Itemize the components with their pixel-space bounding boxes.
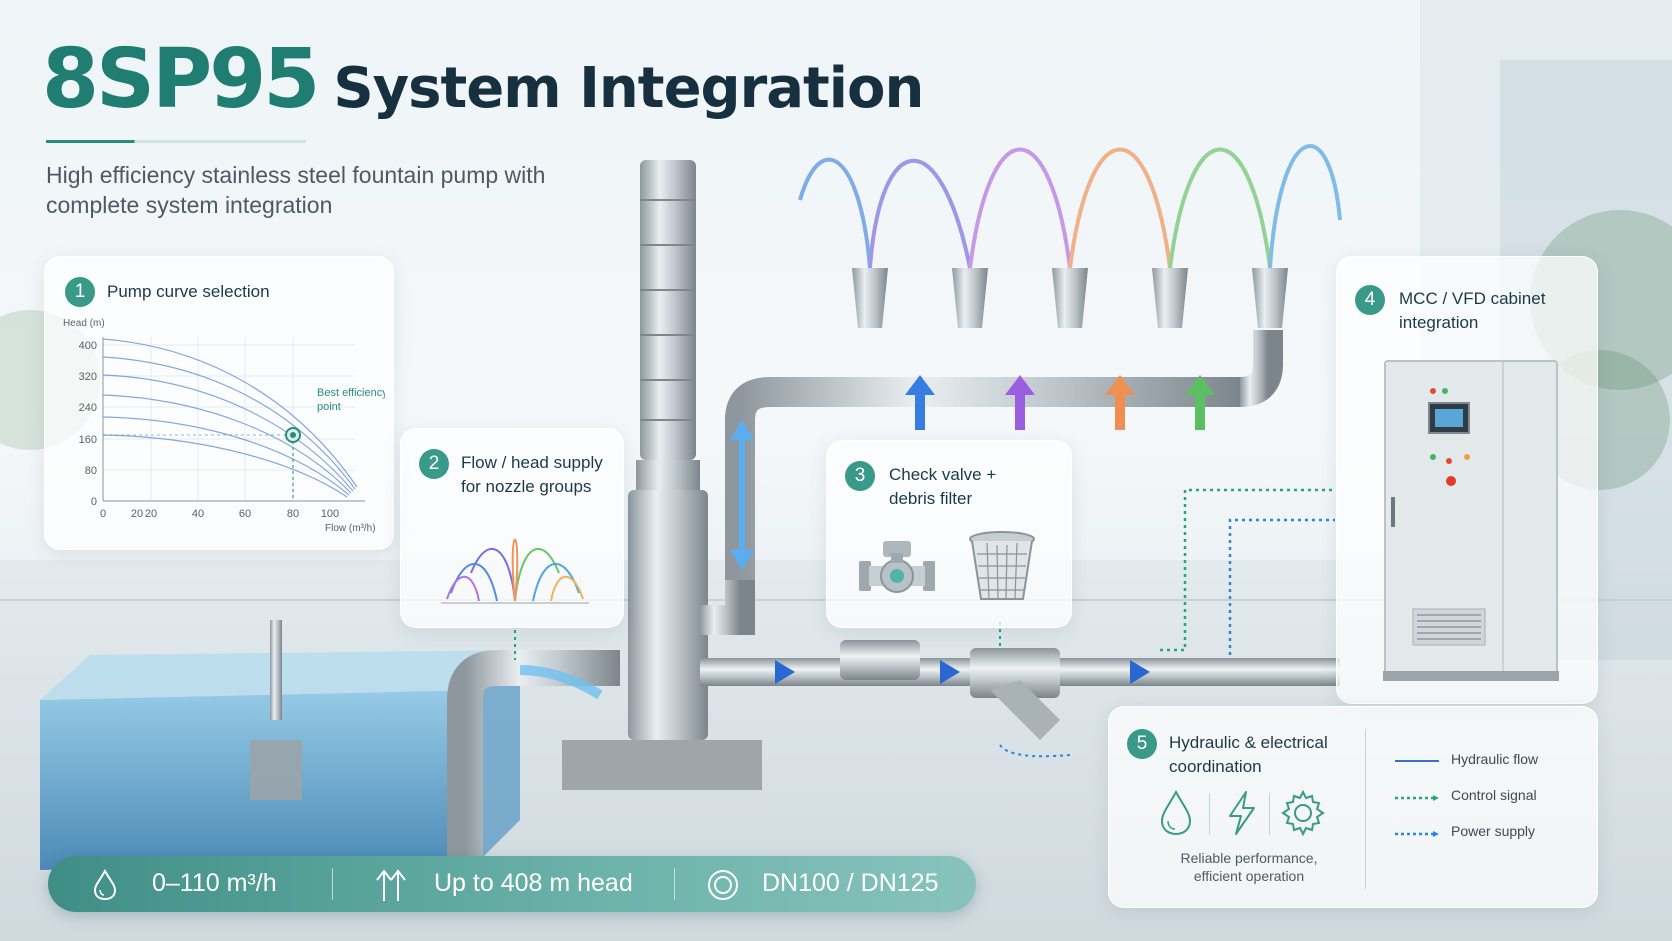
step-number-2: 2 (419, 449, 449, 479)
x-tick-20b: 20 (145, 508, 157, 520)
icon-divider-1 (1209, 793, 1210, 835)
bep-annotation-line1: Best efficiency (317, 387, 385, 399)
card-title-flow-head: Flow / head supply for nozzle groups (461, 453, 603, 496)
y-tick-160: 160 (79, 434, 97, 446)
card-title-coordination: Hydraulic & electrical coordination (1169, 733, 1328, 776)
y-tick-240: 240 (79, 402, 97, 414)
step-number-3: 3 (845, 461, 875, 491)
y-tick-0: 0 (91, 496, 97, 508)
card-flow-head: 2 Flow / head supply for nozzle groups (400, 428, 624, 628)
card-pump-curve: 1 Pump curve selection Head (m) 400 320 … (44, 256, 394, 550)
stat-pipe-sizes: DN100 / DN125 (762, 869, 939, 897)
card-title-check-valve: Check valve + debris filter (889, 465, 997, 508)
pump-curve-chart: Head (m) 400 320 240 160 80 0 (63, 318, 385, 534)
subtitle: High efficiency stainless steel fountain… (46, 162, 546, 218)
card-check-valve: 3 Check valve + debris filter (826, 440, 1072, 628)
water-drop-icon (1160, 789, 1192, 836)
x-tick-20a: 20 (131, 508, 143, 520)
x-tick-100: 100 (321, 508, 339, 520)
model-name: 8SP95 (42, 32, 320, 127)
stat-max-head: Up to 408 m head (434, 869, 633, 897)
stats-bar: 0–110 m³/h Up to 408 m head DN100 / DN12… (48, 856, 976, 912)
x-tick-0: 0 (100, 508, 106, 520)
x-tick-60: 60 (239, 508, 251, 520)
x-axis-label: Flow (m³/h) (325, 523, 376, 534)
control-cabinet-icon (1383, 360, 1559, 681)
x-tick-40: 40 (192, 508, 204, 520)
y-tick-320: 320 (79, 371, 97, 383)
check-valve-icon (859, 541, 935, 593)
nozzle-spray-icon (441, 538, 589, 604)
legend-hydraulic-line (1395, 760, 1439, 762)
y-tick-400: 400 (79, 340, 97, 352)
legend-control-line (1395, 795, 1439, 801)
stat-flow-range: 0–110 m³/h (152, 869, 277, 897)
lightning-icon (1229, 791, 1255, 835)
stats-divider-2 (674, 868, 675, 900)
up-arrows-icon (376, 869, 406, 901)
icon-divider-2 (1269, 793, 1270, 835)
stats-divider-1 (332, 868, 333, 900)
bep-annotation-line2: point (317, 401, 341, 413)
gear-icon (1281, 789, 1325, 837)
coordination-caption: Reliable performance, efficient operatio… (1180, 850, 1318, 884)
legend-power-supply: Power supply (1451, 823, 1536, 839)
x-tick-80: 80 (287, 508, 299, 520)
card-mcc-vfd: 4 MCC / VFD cabinet integration (1336, 256, 1598, 704)
step-number-5: 5 (1127, 729, 1157, 759)
step-number-4: 4 (1355, 285, 1385, 315)
y-tick-80: 80 (85, 465, 97, 477)
legend-divider (1365, 729, 1366, 889)
card-title-pump-curve: Pump curve selection (107, 282, 270, 301)
card-title-mcc-vfd: MCC / VFD cabinet integration (1399, 289, 1546, 332)
title-text: System Integration (333, 56, 924, 121)
card-coordination: 5 Hydraulic & electrical coordination Re… (1108, 706, 1598, 908)
water-drop-icon (93, 869, 117, 901)
y-axis-label: Head (m) (63, 318, 105, 329)
ring-icon (708, 870, 738, 900)
legend-power-line (1395, 831, 1439, 837)
legend-control-signal: Control signal (1451, 787, 1537, 803)
title-underline (46, 140, 306, 143)
debris-filter-basket-icon (969, 531, 1035, 600)
legend-hydraulic-flow: Hydraulic flow (1451, 751, 1539, 767)
step-number-1: 1 (65, 277, 95, 307)
